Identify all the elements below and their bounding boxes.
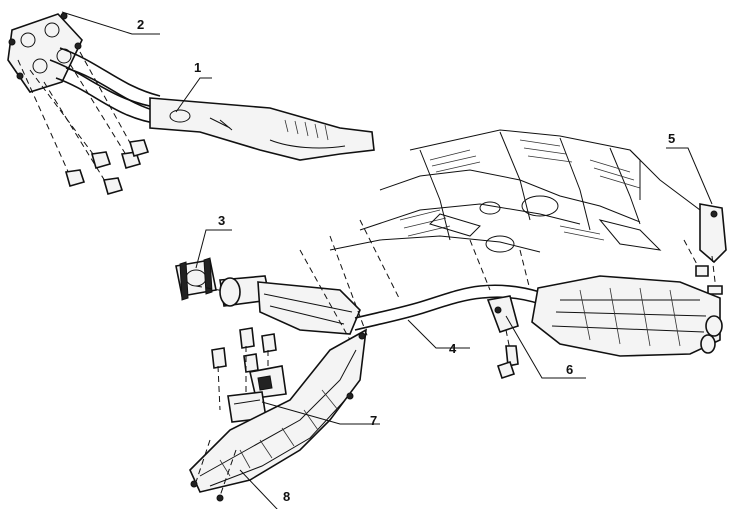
callout-labels: 2 1 3 4 5 6 7 8 (137, 17, 675, 504)
callout-8: 8 (283, 489, 290, 504)
callout-1: 1 (194, 60, 201, 75)
callout-4: 4 (449, 341, 457, 356)
rear-hanger-bracket (486, 295, 519, 380)
heat-shield (189, 328, 367, 502)
callout-5: 5 (668, 131, 675, 146)
callout-leaders (61, 11, 713, 509)
callout-2: 2 (137, 17, 144, 32)
pipe-clamp (175, 257, 231, 301)
rear-mounting-bracket (683, 203, 727, 295)
callout-6: 6 (566, 362, 573, 377)
manifold-nuts (64, 139, 150, 195)
callout-3: 3 (218, 213, 225, 228)
front-pipe-assembly (7, 12, 375, 195)
vehicle-underbody (329, 129, 721, 253)
center-silencer-and-pipe (219, 219, 541, 341)
mounting-bolts (211, 327, 287, 423)
callout-7: 7 (370, 413, 377, 428)
rear-silencer (531, 275, 723, 357)
